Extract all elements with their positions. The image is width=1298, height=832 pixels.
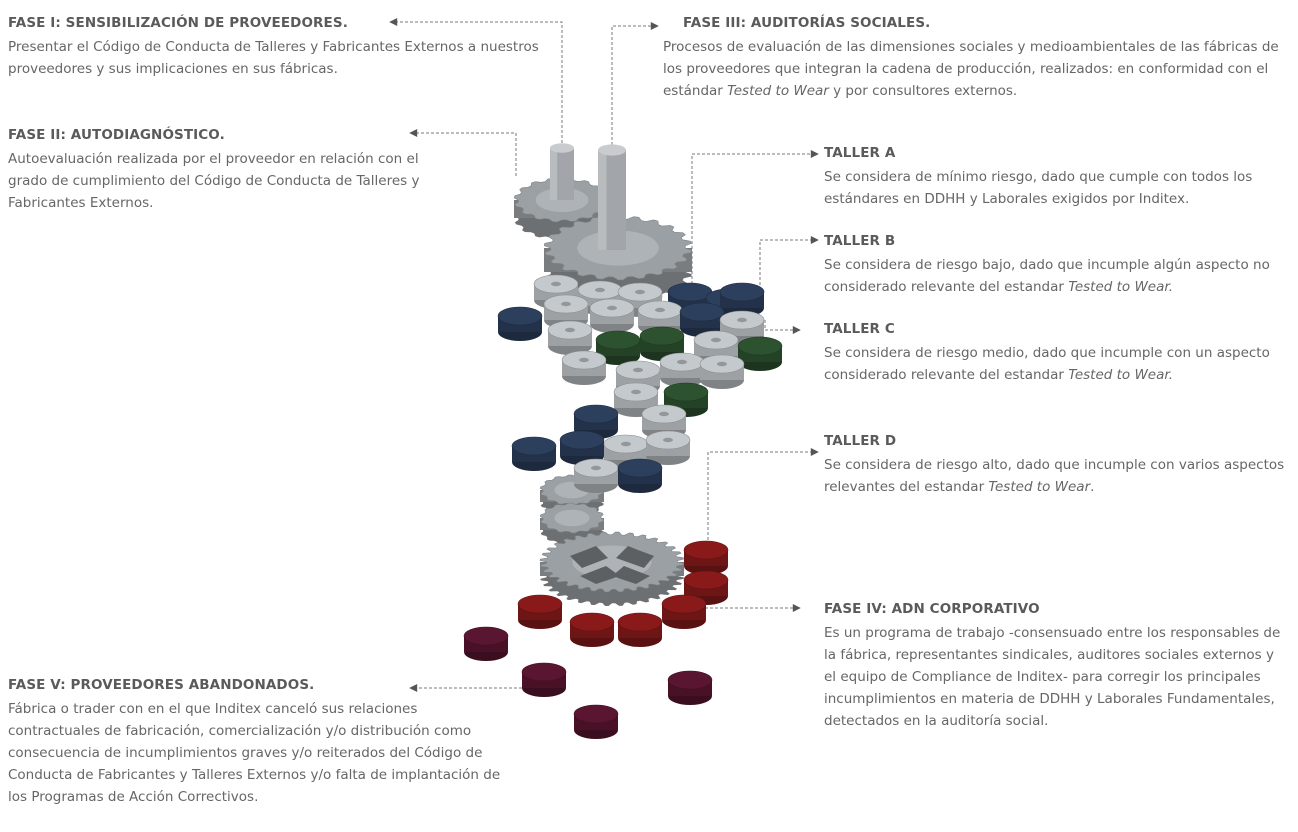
phase-2-text: Autoevaluación realizada por el proveedo…: [8, 151, 420, 211]
connector-phase-1: [389, 18, 563, 148]
puck-light: [613, 382, 659, 417]
puck-blue: [559, 430, 605, 465]
phase-4-title: FASE IV: ADN CORPORATIVO: [824, 601, 1040, 617]
connector-taller-c: [764, 320, 801, 334]
phase-1-block: FASE I: SENSIBILIZACIÓN DE PROVEEDORES. …: [8, 14, 548, 80]
puck-maroon: [667, 670, 713, 705]
taller-c-block: TALLER C Se considera de riesgo medio, d…: [824, 320, 1294, 386]
phase-1-title: FASE I: SENSIBILIZACIÓN DE PROVEEDORES.: [8, 15, 348, 31]
pucks-group: [463, 274, 783, 739]
connector-phase-2: [409, 129, 517, 176]
taller-a-block: TALLER A Se considera de mínimo riesgo, …: [824, 144, 1294, 210]
puck-red: [569, 612, 615, 647]
phase-2-block: FASE II: AUTODIAGNÓSTICO. Autoevaluación…: [8, 126, 448, 214]
taller-a-title: TALLER A: [824, 145, 896, 161]
puck-red: [661, 594, 707, 629]
phase-3-text: Procesos de evaluación de las dimensione…: [663, 39, 1279, 99]
puck-green: [663, 382, 709, 417]
puck-maroon: [463, 626, 509, 661]
puck-light: [547, 320, 593, 355]
phase-2-title: FASE II: AUTODIAGNÓSTICO.: [8, 127, 225, 143]
taller-d-text: Se considera de riesgo alto, dado que in…: [824, 457, 1285, 495]
puck-red: [517, 594, 563, 629]
taller-c-text: Se considera de riesgo medio, dado que i…: [824, 345, 1270, 383]
taller-d-title: TALLER D: [824, 433, 897, 449]
connector-taller-a: [691, 150, 819, 284]
phase-5-title: FASE V: PROVEEDORES ABANDONADOS.: [8, 677, 315, 693]
phase-5-block: FASE V: PROVEEDORES ABANDONADOS. Fábrica…: [8, 676, 508, 808]
puck-blue: [573, 404, 619, 439]
taller-b-text: Se considera de riesgo bajo, dado que in…: [824, 257, 1270, 295]
puck-maroon: [521, 662, 567, 697]
puck-red: [617, 612, 663, 647]
connector-taller-d: [707, 448, 819, 540]
puck-green: [737, 336, 783, 371]
phase-4-text: Es un programa de trabajo -consensuado e…: [824, 625, 1281, 729]
puck-green: [595, 330, 641, 365]
taller-b-title: TALLER B: [824, 233, 896, 249]
gear-cross: [539, 531, 685, 606]
shaft-back: [550, 143, 574, 200]
connector-phase-3: [611, 22, 659, 150]
taller-a-text: Se considera de mínimo riesgo, dado que …: [824, 169, 1253, 207]
puck-light: [659, 352, 705, 387]
phase-3-title: FASE III: AUDITORÍAS SOCIALES.: [683, 15, 931, 31]
phase-5-text: Fábrica o trader con en el que Inditex c…: [8, 701, 501, 805]
puck-red: [683, 540, 729, 575]
puck-light: [699, 354, 745, 389]
taller-c-title: TALLER C: [824, 321, 895, 337]
puck-light: [589, 298, 635, 333]
puck-maroon: [573, 704, 619, 739]
shaft-main: [598, 144, 626, 250]
puck-blue: [497, 306, 543, 341]
puck-light: [573, 458, 619, 493]
taller-b-block: TALLER B Se considera de riesgo bajo, da…: [824, 232, 1298, 298]
phase-1-text: Presentar el Código de Conducta de Talle…: [8, 39, 539, 77]
puck-light: [561, 350, 607, 385]
connector-taller-b: [759, 236, 819, 290]
phase-3-block: FASE III: AUDITORÍAS SOCIALES. Procesos …: [663, 14, 1293, 102]
puck-blue: [617, 458, 663, 493]
phase-4-block: FASE IV: ADN CORPORATIVO Es un programa …: [824, 600, 1284, 732]
puck-blue: [511, 436, 557, 471]
taller-d-block: TALLER D Se considera de riesgo alto, da…: [824, 432, 1294, 498]
puck-blue: [679, 302, 725, 337]
connector-lines: [389, 18, 819, 692]
puck-light: [645, 430, 691, 465]
